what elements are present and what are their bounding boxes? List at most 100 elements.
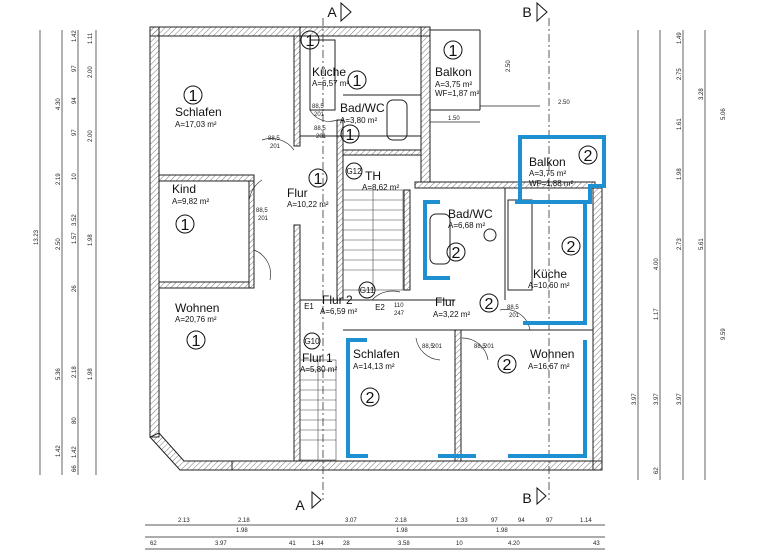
svg-text:1.57: 1.57: [72, 232, 78, 244]
door-width: 88,5: [422, 344, 434, 350]
svg-text:4.20: 4.20: [508, 541, 520, 547]
svg-text:97: 97: [72, 65, 78, 72]
door-width: 88,5: [314, 126, 326, 132]
room-name-wohnen-2: Wohnen: [530, 347, 574, 361]
room-name-flur-2: Flur: [435, 295, 456, 309]
room-area-flur-1: A=10,22 m²: [287, 200, 329, 209]
room-name-flur1: Flur 1: [302, 351, 333, 365]
svg-text:97: 97: [72, 129, 78, 136]
svg-text:2.00: 2.00: [88, 66, 94, 78]
svg-text:1.98: 1.98: [677, 168, 683, 180]
svg-text:97: 97: [546, 518, 553, 524]
svg-text:1: 1: [192, 333, 201, 350]
dimension-chain-bottom: [145, 524, 605, 550]
unit-marker-1: 1: [308, 168, 328, 188]
door-width: 88,5: [312, 104, 324, 110]
svg-text:10: 10: [456, 541, 463, 547]
room-area-kueche-1: A=6,57 m²: [312, 79, 349, 88]
dimension-labels-top: 2.50 2.50 1.50: [430, 60, 570, 123]
svg-text:1.17: 1.17: [654, 308, 660, 320]
door-height: 201: [432, 344, 443, 350]
unit-markers: 1 1 1 1 1 1 1 1 2 2 2 2 2 2: [175, 30, 598, 407]
kitchen-counter: [507, 199, 533, 291]
svg-text:G11: G11: [360, 286, 375, 295]
unit-marker-2: 2: [479, 293, 499, 313]
svg-text:2: 2: [485, 296, 494, 313]
svg-text:1: 1: [353, 73, 362, 90]
door-height: 201: [314, 112, 325, 118]
unit-marker-2: 2: [497, 354, 517, 374]
room-extra-balkon-1: WF=1,87 m²: [435, 89, 480, 98]
svg-text:4.30: 4.30: [56, 98, 62, 110]
unit-marker-1: 1: [340, 124, 360, 144]
door-width: 88,5: [268, 136, 280, 142]
svg-text:9.59: 9.59: [721, 328, 727, 340]
svg-text:2: 2: [452, 245, 461, 262]
section-label-b-top: B: [522, 4, 531, 20]
svg-text:5.36: 5.36: [56, 368, 62, 380]
room-name-kueche-1: Küche: [312, 65, 346, 79]
svg-text:1: 1: [449, 43, 458, 60]
room-area-flur-2: A=3,22 m²: [433, 310, 470, 319]
room-area-wohnen-2: A=16,67 m²: [528, 362, 570, 371]
svg-text:62: 62: [654, 467, 660, 474]
dimension-labels-bottom: 2.13 2.18 3.07 2.18 1.33 97 94 97 1.14 1…: [150, 518, 600, 547]
svg-text:1.42: 1.42: [72, 30, 78, 42]
unit-marker-1: 1: [186, 330, 206, 350]
svg-text:1.98: 1.98: [88, 368, 94, 380]
svg-text:28: 28: [343, 541, 350, 547]
svg-text:43: 43: [593, 541, 600, 547]
svg-text:3.97: 3.97: [654, 393, 660, 405]
section-line-a: A A: [295, 1, 352, 513]
svg-text:3.97: 3.97: [677, 393, 683, 405]
svg-text:1.42: 1.42: [56, 445, 62, 457]
svg-text:2.50: 2.50: [506, 60, 512, 72]
svg-text:3.58: 3.58: [398, 541, 410, 547]
room-area-bad-2: A=6,68 m²: [448, 221, 485, 230]
room-name-kueche-2: Küche: [533, 267, 567, 281]
svg-text:1.34: 1.34: [312, 541, 324, 547]
tag-g10: G10: [303, 332, 321, 350]
svg-text:97: 97: [491, 518, 498, 524]
svg-text:2: 2: [584, 148, 593, 165]
dimension-chain-right: [637, 30, 706, 480]
unit-marker-2: 2: [360, 387, 380, 407]
dimension-labels-left: 13.23 4.30 2.19 2.50 5.36 1.42 1.42 1.11…: [34, 30, 94, 472]
svg-text:2: 2: [366, 390, 375, 407]
svg-text:2.18: 2.18: [72, 366, 78, 378]
section-label-b-bottom: B: [522, 490, 531, 506]
door-swings: [248, 109, 531, 361]
room-area-schlafen-2: A=14,13 m²: [353, 362, 395, 371]
room-name-wohnen-1: Wohnen: [175, 301, 219, 315]
unit-marker-2: 2: [578, 145, 598, 165]
section-label-a-top: A: [327, 4, 337, 20]
svg-text:2.50: 2.50: [558, 100, 570, 106]
room-area-wohnen-1: A=20,76 m²: [175, 315, 217, 324]
door-width: 88,5: [474, 344, 486, 350]
svg-text:1.61: 1.61: [677, 118, 683, 130]
svg-text:1.98: 1.98: [396, 528, 408, 534]
svg-text:2.18: 2.18: [238, 518, 250, 524]
room-name-flur2: Flur 2: [322, 293, 353, 307]
section-label-a-bottom: A: [295, 497, 305, 513]
door-width: 88,5: [507, 305, 519, 311]
svg-text:3.07: 3.07: [345, 518, 357, 524]
room-name-kind-1: Kind: [172, 182, 196, 196]
room-name-flur-1: Flur: [287, 186, 308, 200]
svg-text:80: 80: [72, 417, 78, 424]
svg-text:2: 2: [503, 357, 512, 374]
dimension-labels-right: 1.49 2.75 3.28 5.06 1.61 1.98 2.73 5.61 …: [632, 32, 727, 474]
svg-text:26: 26: [72, 285, 78, 292]
door-labels: 88,5 201 88,5 201 88,5 201 88,5 201 110 …: [256, 104, 520, 350]
section-line-b: B B: [522, 1, 550, 506]
svg-text:1: 1: [314, 171, 323, 188]
room-area-kind-1: A=9,82 m²: [172, 197, 209, 206]
staircase: [299, 189, 404, 461]
tag-e1: E1: [304, 302, 314, 311]
room-area-flur1: A=5,80 m²: [300, 365, 337, 374]
svg-text:2.75: 2.75: [677, 68, 683, 80]
room-name-bad-1: Bad/WC: [340, 101, 385, 115]
svg-text:41: 41: [289, 541, 296, 547]
building-walls: [149, 26, 603, 471]
